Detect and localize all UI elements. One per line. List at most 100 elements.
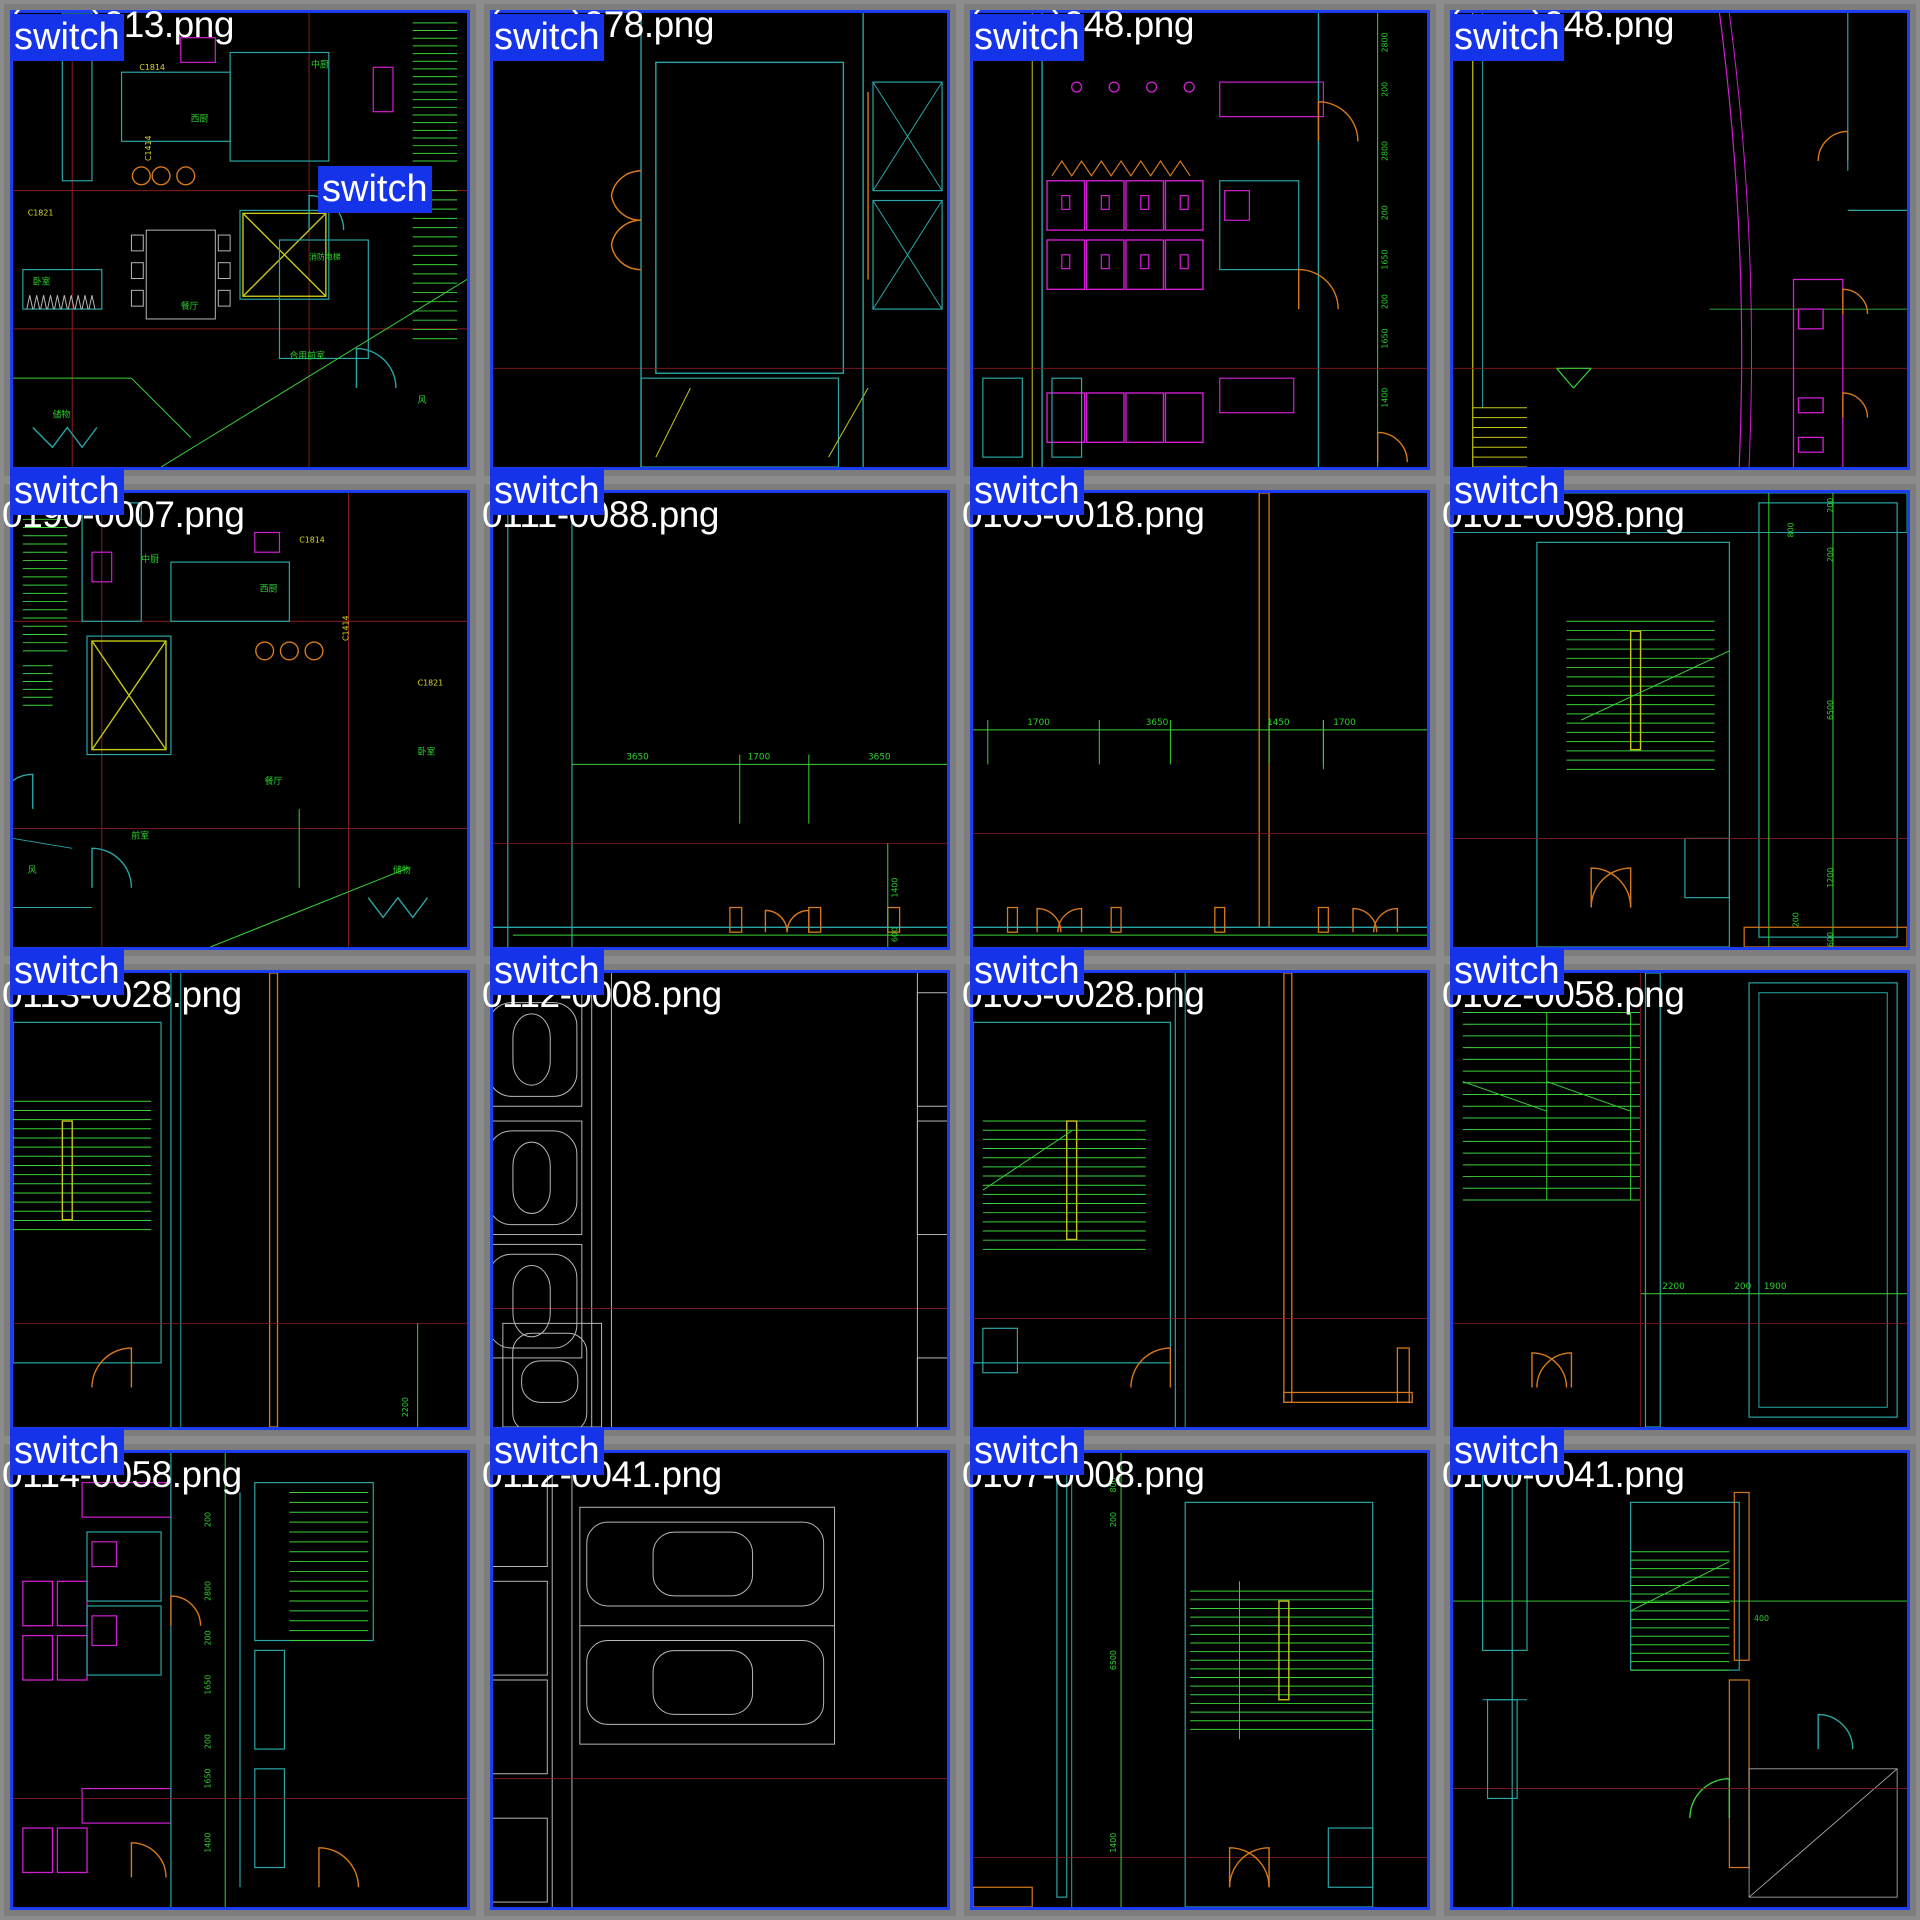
image-tile[interactable]: 28002002800200165020016501400()048.pngsw… [964,4,1436,476]
svg-text:2200: 2200 [1662,1282,1685,1292]
switch-button[interactable]: switch [490,468,604,515]
svg-text:200: 200 [203,1512,212,1527]
switch-button[interactable]: switch [490,14,604,61]
switch-button[interactable]: switch [1450,14,1564,61]
svg-text:800: 800 [1109,1477,1118,1492]
svg-text:卧室: 卧室 [33,275,51,287]
switch-button[interactable]: switch [970,14,1084,61]
svg-text:1400: 1400 [1381,388,1390,408]
svg-text:6500: 6500 [1109,1650,1118,1670]
svg-text:1650: 1650 [1381,329,1390,349]
floorplan-drawing [973,973,1427,1427]
svg-text:储物: 储物 [52,409,70,421]
svg-text:1700: 1700 [748,752,771,762]
floorplan-thumbnail[interactable] [490,1450,950,1910]
floorplan-drawing: 400 [1453,1453,1907,1907]
switch-button[interactable]: switch [10,14,124,61]
svg-text:200: 200 [1381,82,1390,97]
svg-text:C1414: C1414 [342,615,351,641]
svg-text:2800: 2800 [1381,32,1390,52]
svg-text:3650: 3650 [626,752,649,762]
switch-button[interactable]: switch [1450,948,1564,995]
floorplan-thumbnail[interactable] [490,10,950,470]
svg-text:3650: 3650 [1146,718,1169,728]
svg-text:800: 800 [1787,522,1796,537]
svg-text:200: 200 [1826,498,1835,513]
floorplan-drawing: C1814中厨西厨C1414C1821卧室餐厅前室风储物 [13,493,467,947]
floorplan-drawing [493,13,947,467]
floorplan-thumbnail[interactable]: 800 200 6500 1400 [970,1450,1430,1910]
svg-text:C1821: C1821 [28,208,54,217]
svg-text:200: 200 [1826,547,1835,562]
svg-text:C1414: C1414 [144,135,153,161]
switch-button[interactable]: switch [1450,468,1564,515]
svg-text:C1821: C1821 [418,678,444,687]
svg-text:1700: 1700 [1027,718,1050,728]
svg-text:200: 200 [1381,205,1390,220]
floorplan-thumbnail[interactable]: 2200 [10,970,470,1430]
image-tile[interactable]: 20028002001650200165014000114-0058.pngsw… [2,1428,476,1916]
svg-text:前室: 前室 [131,829,149,841]
svg-text:风: 风 [28,865,37,876]
switch-button[interactable]: switch [10,948,124,995]
svg-text:1700: 1700 [1333,718,1356,728]
svg-text:6500: 6500 [1826,700,1835,720]
switch-button[interactable]: switch [970,948,1084,995]
svg-text:卧室: 卧室 [418,746,436,758]
svg-text:2800: 2800 [1381,141,1390,161]
svg-text:200: 200 [1109,1512,1118,1527]
floorplan-thumbnail[interactable]: 400 [1450,1450,1910,1910]
svg-text:西厨: 西厨 [191,114,209,125]
svg-text:餐厅: 餐厅 [265,775,283,787]
image-tile[interactable]: 800200200650012002006000101-0098.pngswit… [1442,468,1916,956]
switch-button[interactable]: switch [970,1428,1084,1475]
switch-button[interactable]: switch [10,468,124,515]
switch-button[interactable]: switch [490,1428,604,1475]
svg-text:1400: 1400 [203,1833,212,1853]
image-tile[interactable]: C1814中厨西厨C1414C1821卧室餐厅消防电梯合用前室储物风()013.… [4,4,476,476]
svg-text:餐厅: 餐厅 [181,300,199,312]
svg-text:C1814: C1814 [139,63,165,72]
switch-button[interactable]: switch [318,166,432,213]
svg-text:2800: 2800 [203,1581,212,1601]
floorplan-thumbnail[interactable] [490,970,950,1430]
switch-button[interactable]: switch [10,1428,124,1475]
switch-button[interactable]: switch [490,948,604,995]
svg-text:600: 600 [1826,932,1835,947]
floorplan-thumbnail[interactable] [1450,10,1910,470]
image-tile[interactable]: C1814中厨西厨C1414C1821卧室餐厅前室风储物0190-0007.pn… [2,468,476,956]
svg-text:200: 200 [203,1734,212,1749]
svg-text:中厨: 中厨 [141,553,159,565]
svg-text:1400: 1400 [1109,1833,1118,1853]
svg-text:3650: 3650 [868,752,891,762]
switch-button[interactable]: switch [1450,1428,1564,1475]
switch-button[interactable]: switch [970,468,1084,515]
floorplan-thumbnail[interactable] [970,970,1430,1430]
floorplan-drawing [493,1453,947,1907]
